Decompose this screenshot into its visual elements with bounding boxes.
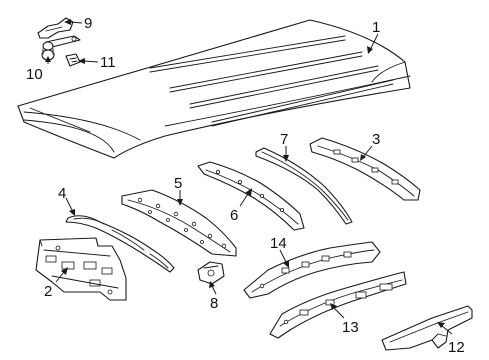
callout-1: 1: [372, 19, 380, 36]
callout-5: 5: [174, 175, 182, 192]
clip-bracket-part: [37, 17, 74, 39]
front-header-reinforcement-part: [35, 237, 127, 301]
side-rail-upper-part: [243, 241, 381, 299]
center-roof-bow-part: [121, 189, 237, 257]
callout-9: 9: [84, 15, 92, 32]
fastener-assembly-part: [41, 35, 81, 61]
callout-labels: 1 2 3 4 5 6 7 8 9 10 11 12 13 14: [26, 15, 465, 356]
roof-rail-strip-part: [255, 147, 353, 225]
callout-8: 8: [210, 295, 218, 312]
callout-11: 11: [100, 54, 116, 71]
leader-lines: [45, 19, 453, 335]
bracket-part: [197, 261, 225, 285]
front-roof-bow-part: [65, 215, 175, 273]
side-rail-lower-part: [269, 271, 407, 339]
callout-12: 12: [448, 339, 465, 356]
rear-roof-bow-right-part: [309, 137, 421, 201]
callout-2: 2: [44, 283, 52, 300]
callout-14: 14: [270, 235, 287, 252]
nut-clip-part: [65, 53, 81, 67]
callout-3: 3: [372, 131, 380, 148]
callout-4: 4: [58, 185, 66, 202]
callout-10: 10: [26, 66, 43, 83]
rear-corner-extension-part: [381, 305, 473, 351]
roof-panel: [17, 19, 411, 159]
callout-6: 6: [230, 207, 238, 224]
callout-7: 7: [280, 131, 288, 148]
callout-13: 13: [342, 319, 359, 336]
